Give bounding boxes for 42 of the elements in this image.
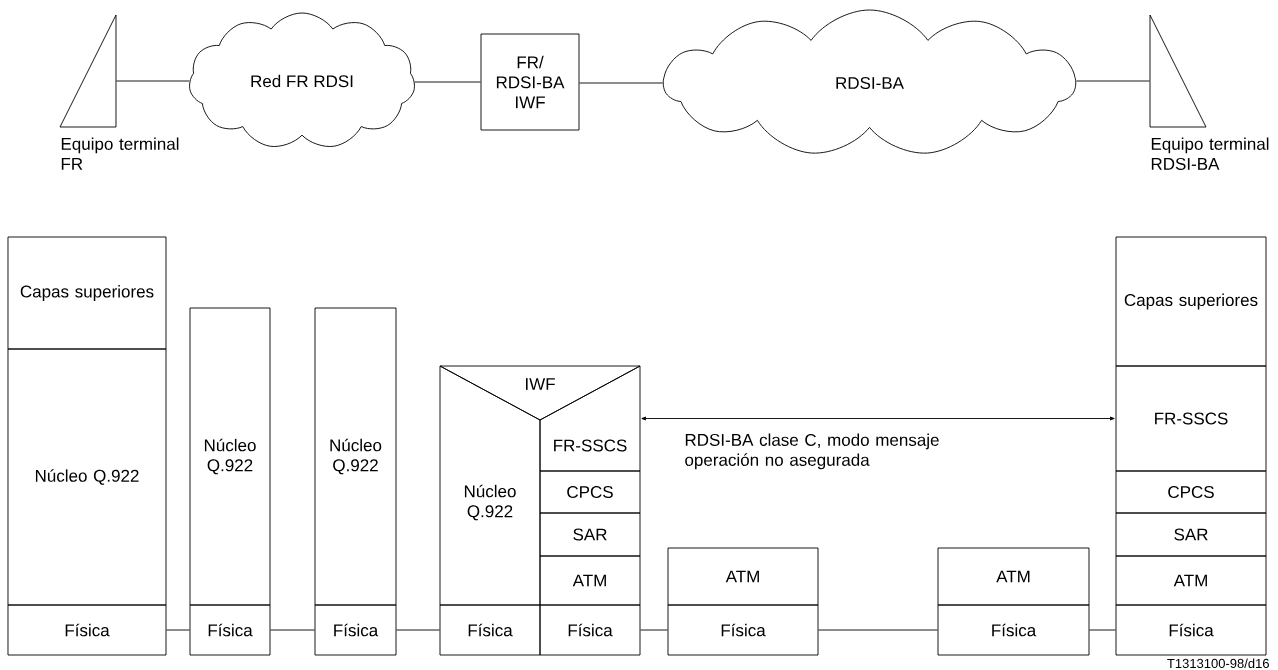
connection-line [166,629,190,631]
layer-box: ATM [937,547,1090,606]
connection-line [270,629,315,631]
layer-box: Núcleo Q.922 [314,307,397,606]
connection-line [1076,80,1150,82]
layer-box: Física [1115,604,1267,656]
layer-box: Física [314,604,397,656]
connection-line [414,81,481,83]
layer-box: Física [539,604,641,656]
layer-box: Capas superiores [1115,236,1267,367]
terminal-caption: Equipo terminal FR [61,137,179,170]
layer-box: FR-SSCS [1115,365,1267,472]
connection-line [116,80,190,82]
terminal-caption: Equipo terminal RDSI-BA [1151,137,1269,170]
layer-box: ATM [1115,555,1267,606]
connection-line [640,629,668,631]
layer-box: SAR [1115,512,1267,557]
connection-line [818,629,938,631]
layer-box: Física [439,604,541,656]
layer-box: CPCS [1115,470,1267,514]
double-arrow [641,416,1115,421]
layer-box: Capas superiores [7,236,167,350]
layer-box: ATM [667,547,819,606]
layer-box: Física [7,604,167,656]
connection-line [1089,629,1116,631]
connection-line [396,629,440,631]
layer-box: CPCS [539,470,641,514]
layer-box: Física [937,604,1090,656]
layer-box: Física [189,604,271,656]
layer-box: Física [667,604,819,656]
layer-box: SAR [539,512,641,557]
connection-line [579,82,663,84]
edge-label: RDSI-BA clase C, modo mensaje operación no asegurada [683,432,946,471]
layer-box: Núcleo Q.922 [7,348,167,606]
terminal-symbol [59,14,117,128]
iwf-triangle: IWF [439,365,641,421]
terminal-symbol [1149,14,1207,128]
layer-box: Núcleo Q.922 [189,307,271,606]
layer-box: ATM [539,555,641,606]
network-cloud: Red FR RDSI [189,12,415,147]
function-box: FR/ RDSI-BA IWF [480,33,580,131]
network-cloud: RDSI-BA [662,9,1077,154]
